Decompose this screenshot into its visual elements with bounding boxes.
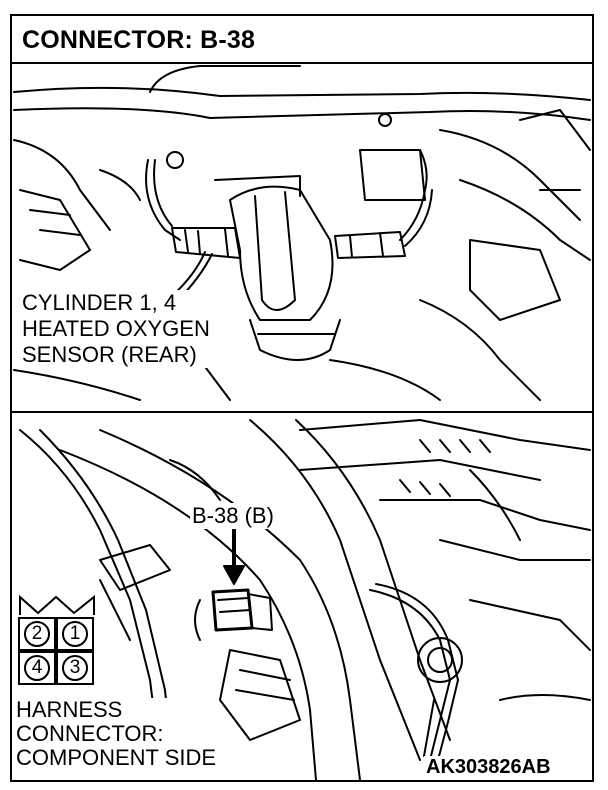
title-divider [10,62,594,64]
pin-4: 4 [18,651,56,685]
page-title: CONNECTOR: B-38 [22,26,256,54]
sensor-label-line1: CYLINDER 1, 4 [22,290,177,315]
lower-engine-sketch [19,419,591,781]
pin-3: 3 [56,651,94,685]
harness-label-line1: HARNESS [16,697,123,722]
pin-1: 1 [56,617,94,651]
harness-label-line2: CONNECTOR: [16,721,164,746]
figure-code: AK303826AB [424,756,553,779]
pin-2: 2 [18,617,56,651]
connector-tag: B-38 (B) [190,503,276,529]
connector-pin-diagram: 2 1 4 3 [18,594,98,691]
diagram-frame [10,14,594,782]
connector-key-icon [19,594,95,615]
harness-connector-label: HARNESS CONNECTOR: COMPONENT SIDE [16,697,217,770]
section-divider [10,411,594,413]
upper-engine-sketch [13,65,591,401]
sensor-label: CYLINDER 1, 4 HEATED OXYGEN SENSOR (REAR… [22,290,210,368]
harness-label-line3: COMPONENT SIDE [16,745,217,770]
sensor-label-line2: HEATED OXYGEN [22,316,210,341]
sensor-label-line3: SENSOR (REAR) [22,342,197,367]
